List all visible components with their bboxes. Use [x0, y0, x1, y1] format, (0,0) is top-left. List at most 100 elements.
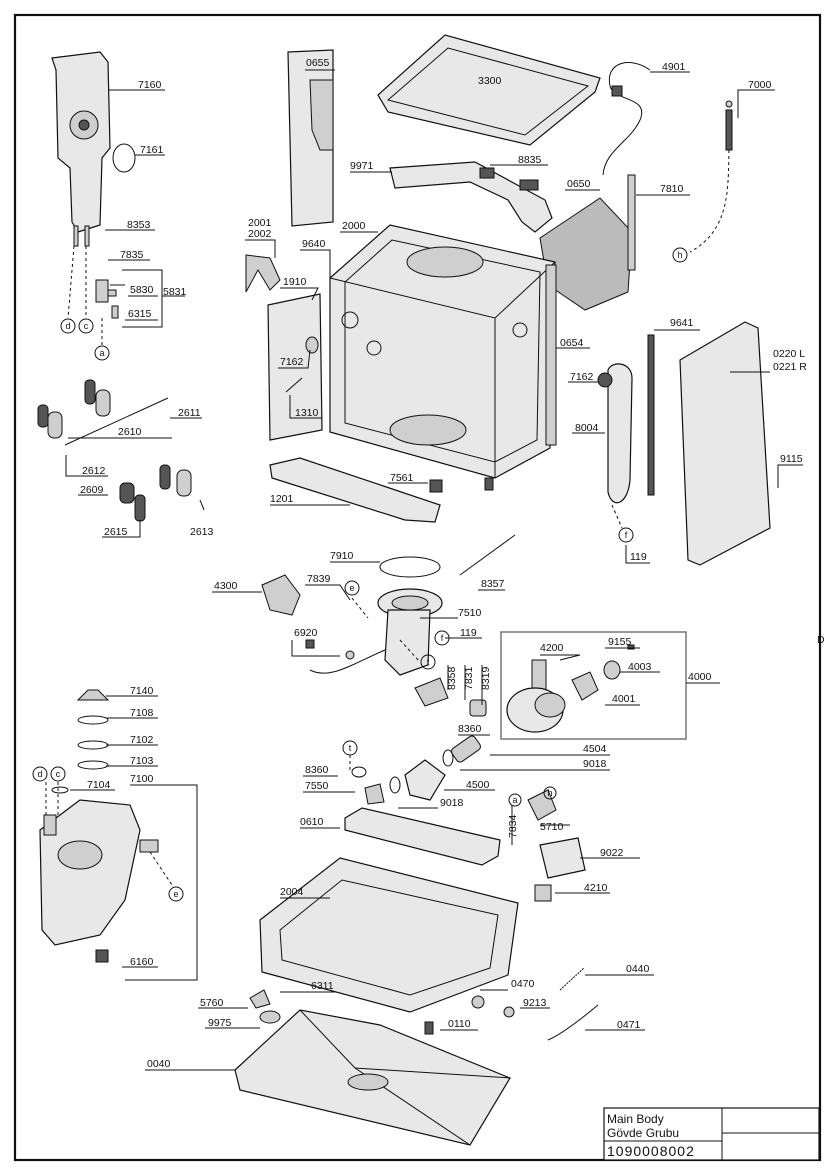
- circle-ref-a: a: [512, 795, 517, 805]
- part-label: 2612: [82, 465, 106, 477]
- part-label: 7561: [390, 472, 414, 484]
- part-label: 3300: [478, 75, 502, 87]
- part-label: 0470: [511, 978, 535, 990]
- part-label: 0655: [306, 57, 330, 69]
- parts-artwork: [37, 34, 771, 1146]
- part-label: 2001: [248, 217, 272, 229]
- part-label: 9022: [600, 847, 624, 859]
- part-label: 7160: [138, 79, 162, 91]
- part-label: 4901: [662, 61, 686, 73]
- part-label: 7910: [330, 550, 354, 562]
- part-label: 7510: [458, 607, 482, 619]
- part-label: 9018: [583, 758, 607, 770]
- circle-ref-e: e: [173, 889, 178, 899]
- part-label: 5710: [540, 821, 564, 833]
- part-label: 5831: [163, 286, 187, 298]
- part-label: 7100: [130, 773, 154, 785]
- part-label: 0610: [300, 816, 324, 828]
- part-label: 9115: [780, 453, 803, 465]
- part-label: 7140: [130, 685, 154, 697]
- part-labels: 7160 7161 8353 7835 5830 5831 6315 0655 …: [80, 57, 825, 1070]
- circle-ref-h: h: [677, 250, 682, 260]
- part-label: 7103: [130, 755, 154, 767]
- part-label: 0654: [560, 337, 584, 349]
- drawing-border: [13, 13, 822, 1162]
- title-block-name-tr: Gövde Grubu: [607, 1126, 679, 1140]
- circle-reference-markers: d c a h e f t t f a h d c e: [32, 247, 688, 902]
- part-label: 2610: [118, 426, 142, 438]
- part-label: 7810: [660, 183, 684, 195]
- part-label: 0650: [567, 178, 591, 190]
- part-label: 8353: [127, 219, 151, 231]
- title-block: Main Body Gövde Grubu 1090008002: [603, 1107, 820, 1161]
- part-label: 6920: [294, 627, 318, 639]
- part-label: 9155: [608, 636, 632, 648]
- part-label: 8360: [305, 764, 329, 776]
- circle-ref-t: t: [349, 743, 352, 753]
- part-label: 9640: [302, 238, 326, 250]
- leader-lines: [45, 69, 803, 1071]
- part-label: 4500: [466, 779, 490, 791]
- part-label: 8358: [446, 666, 458, 690]
- part-label: 7839: [307, 573, 331, 585]
- part-label: 4210: [584, 882, 608, 894]
- part-label: 6160: [130, 956, 154, 968]
- part-label: 2613: [190, 526, 214, 538]
- part-label: 9018: [440, 797, 464, 809]
- part-label: 7835: [120, 249, 144, 261]
- part-label: 0440: [626, 963, 650, 975]
- part-label: 119: [630, 551, 647, 563]
- part-label: 8357: [481, 578, 505, 590]
- part-label: 0471: [617, 1019, 641, 1031]
- part-label: 7834: [507, 814, 519, 838]
- circle-ref-f: f: [625, 530, 628, 540]
- stray-mark: D: [817, 634, 825, 646]
- title-block-code: 1090008002: [607, 1143, 695, 1159]
- part-label: 0220 L: [773, 348, 805, 360]
- part-label: 0221 R: [773, 361, 807, 373]
- part-label: 5830: [130, 284, 154, 296]
- part-label: 4000: [688, 671, 712, 683]
- part-label: 0040: [147, 1058, 171, 1070]
- part-label: 4504: [583, 743, 607, 755]
- part-label: 119: [460, 627, 477, 639]
- part-label: 8835: [518, 154, 542, 166]
- part-label: 2002: [248, 228, 272, 240]
- part-label: 7102: [130, 734, 154, 746]
- part-label: 1201: [270, 493, 294, 505]
- circle-ref-d: d: [37, 769, 42, 779]
- part-label: 4001: [612, 693, 636, 705]
- part-label: 2000: [342, 220, 366, 232]
- part-label: 5760: [200, 997, 224, 1009]
- part-label: 4300: [214, 580, 238, 592]
- part-label: 7550: [305, 780, 329, 792]
- part-label: 9975: [208, 1017, 232, 1029]
- part-label: 7000: [748, 79, 772, 91]
- part-label: 7831: [463, 666, 475, 690]
- part-label: 9213: [523, 997, 547, 1009]
- circle-ref-c: c: [56, 769, 61, 779]
- part-label: 8360: [458, 723, 482, 735]
- part-label: 7108: [130, 707, 154, 719]
- part-label: 8319: [480, 666, 492, 690]
- part-label: 7161: [140, 144, 164, 156]
- title-block-name-en: Main Body: [607, 1112, 664, 1126]
- part-label: 8004: [575, 422, 599, 434]
- part-label: 9971: [350, 160, 374, 172]
- part-label: 2615: [104, 526, 128, 538]
- circle-ref-e: e: [349, 583, 354, 593]
- part-label: 7162: [280, 356, 304, 368]
- circle-ref-c: c: [84, 321, 89, 331]
- circle-ref-d: d: [65, 321, 70, 331]
- part-label: 2611: [178, 407, 201, 419]
- part-label: 1910: [283, 276, 307, 288]
- part-label: 2609: [80, 484, 104, 496]
- circle-ref-t: t: [427, 657, 430, 667]
- part-label: 7162: [570, 371, 594, 383]
- part-label: 6311: [311, 980, 334, 992]
- circle-ref-a: a: [99, 348, 104, 358]
- part-label: 1310: [295, 407, 319, 419]
- part-label: 7104: [87, 779, 111, 791]
- part-label: 4200: [540, 642, 564, 654]
